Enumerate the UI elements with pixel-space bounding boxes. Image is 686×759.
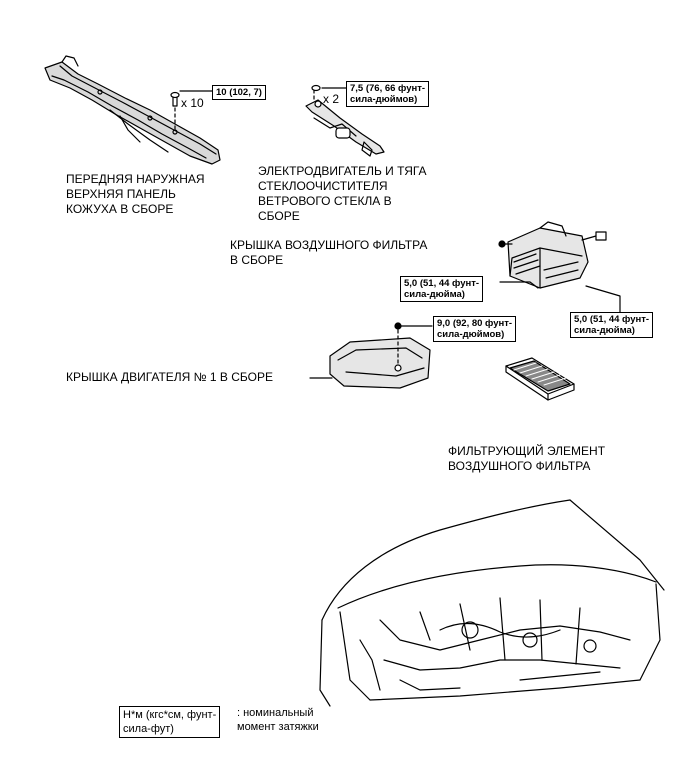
- label-air-filter-cap: КРЫШКА ВОЗДУШНОГО ФИЛЬТРА В СБОРЕ: [230, 238, 428, 267]
- torque-wiper-nut: 7,5 (76, 66 фунт- сила-дюймов): [346, 81, 430, 107]
- qty-wiper-nuts: x 2: [323, 92, 340, 106]
- cowl-bolt-drawing: [170, 90, 213, 133]
- wiper-motor-drawing: [305, 84, 385, 157]
- torque-filter-left: 5,0 (51, 44 фунт- сила-дюйма): [400, 276, 484, 302]
- label-filter-element: ФИЛЬТРУЮЩИЙ ЭЛЕМЕНТ ВОЗДУШНОГО ФИЛЬТРА: [448, 444, 606, 473]
- label-engine-cover: КРЫШКА ДВИГАТЕЛЯ № 1 В СБОРЕ: [66, 370, 273, 384]
- filter-element-drawing: [505, 357, 575, 401]
- label-wiper-motor: ЭЛЕКТРОДВИГАТЕЛЬ И ТЯГА СТЕКЛООЧИСТИТЕЛЯ…: [258, 164, 427, 223]
- qty-cowl-bolts: x 10: [181, 96, 204, 110]
- legend-torque-unit: Н*м (кгс*см, фунт- сила-фут): [119, 706, 221, 738]
- vehicle-front-drawing: [319, 499, 665, 707]
- engine-cover-drawing: [309, 322, 433, 389]
- label-cowl-panel: ПЕРЕДНЯЯ НАРУЖНАЯ ВЕРХНЯЯ ПАНЕЛЬ КОЖУХА …: [66, 172, 205, 216]
- torque-cowl-bolt: 10 (102, 7): [212, 85, 266, 100]
- air-filter-cap-drawing: [498, 221, 621, 313]
- cowl-panel-drawing: [44, 55, 221, 165]
- legend-description: : номинальный момент затяжки: [237, 707, 319, 733]
- torque-engine-cover: 9,0 (92, 80 фунт- сила-дюймов): [433, 316, 517, 342]
- torque-filter-right: 5,0 (51, 44 фунт- сила-дюйма): [570, 312, 654, 338]
